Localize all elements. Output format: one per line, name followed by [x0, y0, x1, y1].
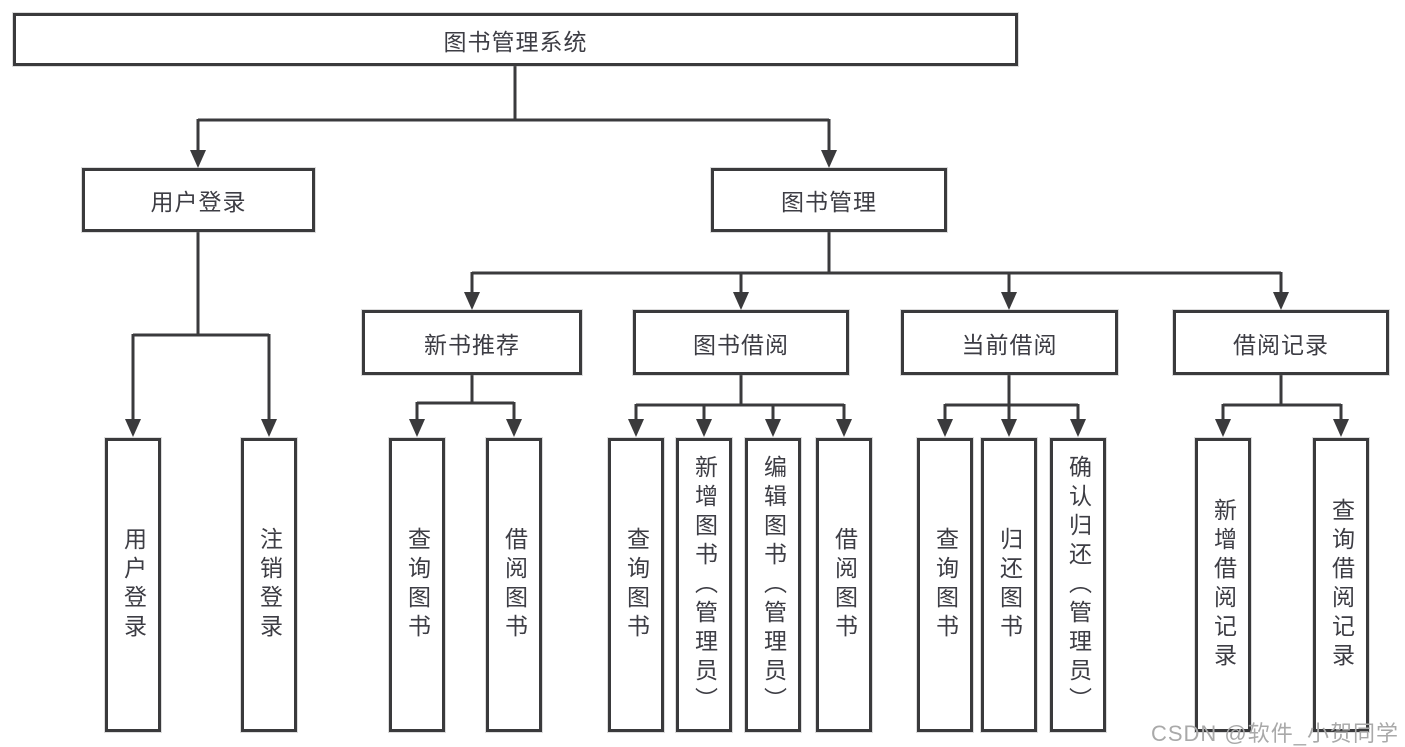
leaf-borrow-books: 借阅图书 [816, 438, 872, 732]
leaf-edit-books-admin: 编辑图书（管理员） [745, 438, 801, 732]
node-label: 注销登录 [256, 527, 283, 643]
node-label: 当前借阅 [961, 331, 1058, 358]
leaf-borrow-books-recommend: 借阅图书 [486, 438, 542, 732]
node-label: 图书管理系统 [443, 28, 588, 55]
leaf-return-books: 归还图书 [981, 438, 1037, 732]
node-label: 编辑图书（管理员） [760, 454, 787, 716]
node-system-root: 图书管理系统 [13, 13, 1018, 66]
node-label: 借阅图书 [501, 527, 528, 643]
node-label: 查询图书 [932, 527, 959, 643]
node-label: 新增图书（管理员） [691, 454, 718, 716]
node-book-borrow: 图书借阅 [633, 310, 849, 375]
node-label: 查询图书 [623, 527, 650, 643]
node-current-borrow: 当前借阅 [901, 310, 1118, 375]
node-user-login: 用户登录 [82, 168, 315, 232]
leaf-query-books-recommend: 查询图书 [389, 438, 445, 732]
leaf-logout: 注销登录 [241, 438, 297, 732]
node-label: 图书借阅 [693, 331, 789, 358]
leaf-query-books-borrow: 查询图书 [608, 438, 664, 732]
node-label: 查询图书 [404, 527, 431, 643]
node-label: 借阅记录 [1233, 331, 1329, 358]
node-label: 新书推荐 [424, 331, 520, 358]
node-label: 确认归还（管理员） [1065, 454, 1092, 716]
node-label: 用户登录 [120, 527, 147, 643]
node-label: 用户登录 [150, 189, 247, 215]
leaf-query-books-current: 查询图书 [917, 438, 973, 732]
leaf-user-login: 用户登录 [105, 438, 161, 732]
node-new-book-recommend: 新书推荐 [362, 310, 582, 375]
leaf-confirm-return-admin: 确认归还（管理员） [1050, 438, 1106, 732]
node-book-management: 图书管理 [711, 168, 947, 232]
node-label: 借阅图书 [831, 527, 858, 643]
leaf-add-borrow-record: 新增借阅记录 [1195, 438, 1251, 732]
node-borrow-records: 借阅记录 [1173, 310, 1389, 375]
node-label: 新增借阅记录 [1210, 498, 1237, 672]
node-label: 归还图书 [996, 527, 1023, 643]
leaf-query-borrow-record: 查询借阅记录 [1313, 438, 1369, 732]
csdn-watermark: CSDN @软件_小贺同学 [1150, 721, 1399, 746]
leaf-add-books-admin: 新增图书（管理员） [676, 438, 732, 732]
node-label: 查询借阅记录 [1328, 498, 1355, 672]
node-label: 图书管理 [781, 189, 877, 215]
